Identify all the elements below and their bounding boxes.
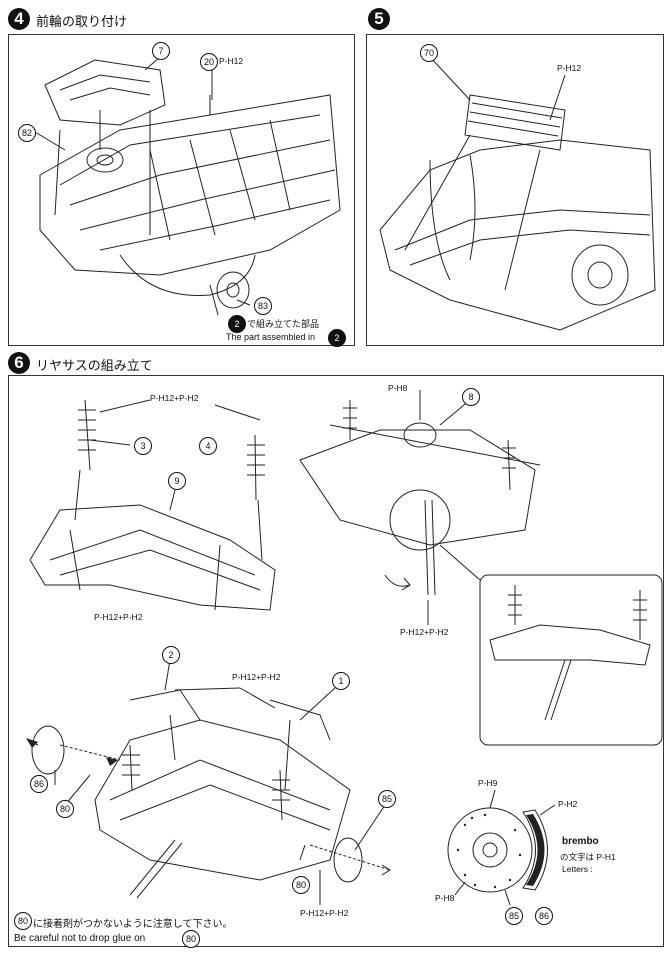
callout-70: 70 — [420, 44, 438, 62]
label-mid-left: P-H12+P-H2 — [94, 612, 143, 622]
step-4-title: 前輪の取り付け — [36, 14, 128, 29]
step-5-panel — [366, 34, 664, 346]
callout-3: 3 — [134, 437, 152, 455]
step-4-number: 4 — [8, 8, 30, 30]
callout-7: 7 — [152, 42, 170, 60]
note-en-step4: The part assembled in — [226, 332, 316, 342]
label-ph8-top: P-H8 — [388, 383, 408, 393]
callout-86-disc: 86 — [535, 907, 553, 925]
brembo-text: brembo — [562, 836, 599, 847]
label-disc-ph2: P-H2 — [558, 799, 578, 809]
warning-en: Be careful not to drop glue on — [14, 933, 146, 944]
note-ref-2-jp: 2 — [228, 315, 246, 333]
warning-ref-80-en: 80 — [182, 930, 200, 948]
label-mid-right: P-H12+P-H2 — [400, 627, 449, 637]
step-5-number: 5 — [368, 8, 390, 30]
warning-ref-80: 80 — [14, 912, 32, 930]
label-lower-mid: P-H12+P-H2 — [232, 672, 281, 682]
label-ph12-step5: P-H12 — [557, 63, 582, 73]
warning-jp: に接着剤がつかないように注意して下さい。 — [33, 919, 233, 930]
callout-8: 8 — [462, 388, 480, 406]
callout-82: 82 — [18, 124, 36, 142]
callout-20: 20 — [200, 53, 218, 71]
step-6-panel — [8, 375, 664, 947]
callout-1: 1 — [332, 672, 350, 690]
note-ref-2-en: 2 — [328, 329, 346, 347]
label-letters-en: Letters : — [562, 864, 593, 874]
step-6-number: 6 — [8, 352, 30, 374]
callout-85-right: 85 — [378, 790, 396, 808]
label-ph12-step4: P-H12 — [219, 56, 244, 66]
callout-2: 2 — [162, 646, 180, 664]
label-lower-right: P-H12+P-H2 — [300, 908, 349, 918]
callout-80-left: 80 — [56, 800, 74, 818]
callout-85-disc: 85 — [505, 907, 523, 925]
label-disc-ph9: P-H9 — [478, 778, 498, 788]
label-letters-jp: の文字は P-H1 — [560, 852, 616, 862]
callout-4: 4 — [199, 437, 217, 455]
step-6-title: リヤサスの組み立て — [36, 358, 153, 373]
callout-86-left: 86 — [30, 775, 48, 793]
label-disc-ph8: P-H8 — [435, 893, 455, 903]
note-jp-step4: で組み立てた部品 — [247, 319, 320, 329]
callout-80-right: 80 — [292, 876, 310, 894]
callout-9: 9 — [168, 472, 186, 490]
label-top-left: P-H12+P-H2 — [150, 393, 199, 403]
callout-83: 83 — [254, 297, 272, 315]
